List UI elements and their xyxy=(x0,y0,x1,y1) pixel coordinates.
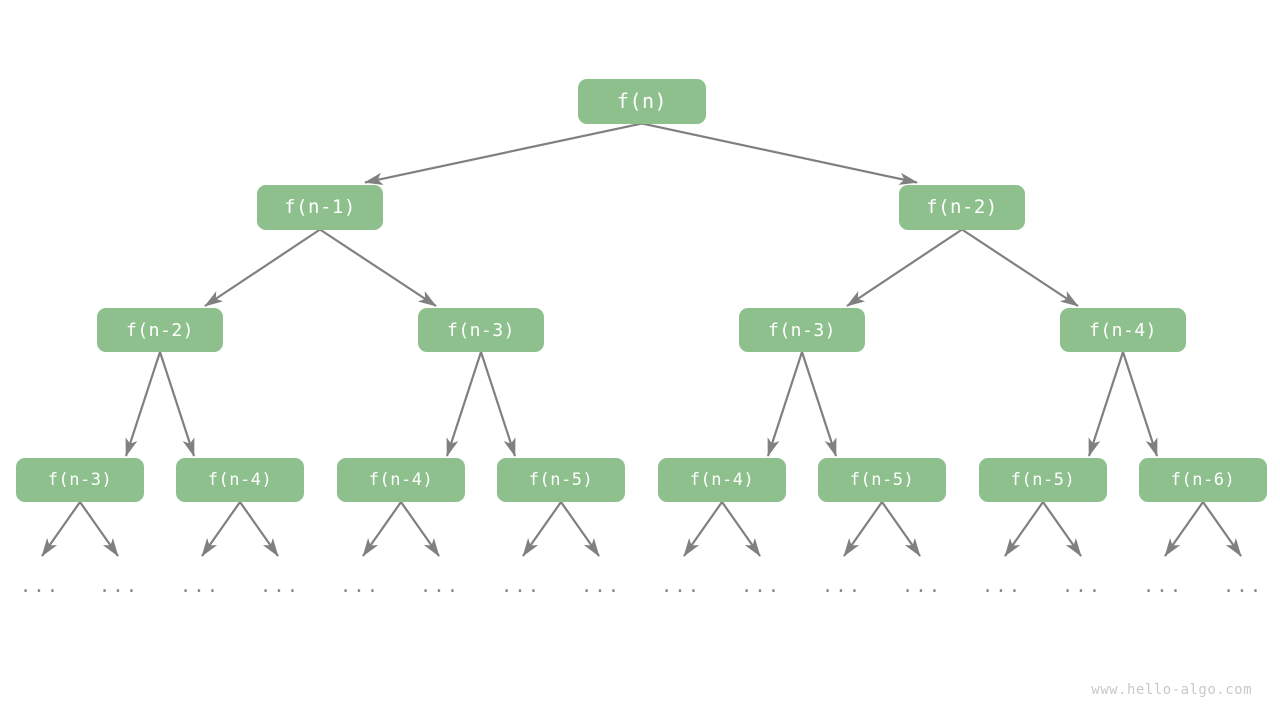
tree-edge-n3-n8 xyxy=(158,351,196,457)
leaf-edge-4 xyxy=(362,501,402,557)
leaf-edge-12 xyxy=(1004,501,1044,557)
ellipsis-marker: ... xyxy=(500,575,542,597)
leaf-edge-0 xyxy=(41,501,81,557)
leaf-edge-8 xyxy=(683,501,723,557)
tree-edge-n1-n3 xyxy=(204,228,321,307)
leaf-edge-6 xyxy=(522,501,562,557)
tree-edge-n4-n9 xyxy=(445,351,483,457)
ellipsis-marker: ... xyxy=(1061,575,1103,597)
ellipsis-marker: ... xyxy=(419,575,461,597)
tree-edge-n1-n4 xyxy=(319,228,437,307)
ellipsis-marker: ... xyxy=(740,575,782,597)
ellipsis-marker: ... xyxy=(339,575,381,597)
ellipsis-marker: ... xyxy=(660,575,702,597)
tree-edge-n6-n14 xyxy=(1121,351,1159,457)
leaf-edge-14 xyxy=(1164,501,1204,557)
ellipsis-marker: ... xyxy=(821,575,863,597)
tree-node-n10: f(n-5) xyxy=(497,458,625,502)
tree-node-n7: f(n-3) xyxy=(16,458,144,502)
tree-edge-n2-n5 xyxy=(846,228,963,307)
leaf-edge-3 xyxy=(239,501,279,557)
leaf-edge-2 xyxy=(201,501,241,557)
tree-node-n9: f(n-4) xyxy=(337,458,465,502)
tree-node-n6: f(n-4) xyxy=(1060,308,1186,352)
ellipsis-marker: ... xyxy=(259,575,301,597)
tree-edge-n0-n1 xyxy=(364,122,643,185)
tree-node-n3: f(n-2) xyxy=(97,308,223,352)
leaf-edge-1 xyxy=(79,501,119,557)
leaf-edge-10 xyxy=(843,501,883,557)
tree-node-n8: f(n-4) xyxy=(176,458,304,502)
ellipsis-marker: ... xyxy=(98,575,140,597)
leaf-edge-7 xyxy=(560,501,600,557)
tree-edge-n4-n10 xyxy=(479,351,517,457)
tree-edges xyxy=(124,122,1159,457)
watermark: www.hello-algo.com xyxy=(1091,682,1252,698)
leaf-edges xyxy=(41,501,1242,557)
tree-node-n14: f(n-6) xyxy=(1139,458,1267,502)
ellipsis-marker: ... xyxy=(580,575,622,597)
tree-edge-n5-n11 xyxy=(766,351,804,457)
tree-node-n13: f(n-5) xyxy=(979,458,1107,502)
tree-edge-n2-n6 xyxy=(961,228,1079,307)
tree-node-n1: f(n-1) xyxy=(257,184,383,230)
leaf-edge-11 xyxy=(881,501,921,557)
tree-edge-n3-n7 xyxy=(124,351,162,457)
leaf-edge-9 xyxy=(721,501,761,557)
ellipsis-marker: ... xyxy=(1142,575,1184,597)
tree-edge-n0-n2 xyxy=(641,122,918,185)
tree-node-n2: f(n-2) xyxy=(899,184,1025,230)
tree-node-n4: f(n-3) xyxy=(418,308,544,352)
leaf-edge-5 xyxy=(400,501,440,557)
tree-node-n0: f(n) xyxy=(578,78,706,124)
ellipsis-marker: ... xyxy=(179,575,221,597)
tree-node-n12: f(n-5) xyxy=(818,458,946,502)
tree-edge-n6-n13 xyxy=(1087,351,1125,457)
tree-node-n11: f(n-4) xyxy=(658,458,786,502)
ellipsis-marker: ... xyxy=(19,575,61,597)
leaf-edge-15 xyxy=(1202,501,1242,557)
leaf-edge-13 xyxy=(1042,501,1082,557)
tree-edge-n5-n12 xyxy=(800,351,838,457)
ellipsis-marker: ... xyxy=(901,575,943,597)
ellipsis-marker: ... xyxy=(981,575,1023,597)
ellipsis-marker: ... xyxy=(1222,575,1264,597)
tree-node-n5: f(n-3) xyxy=(739,308,865,352)
